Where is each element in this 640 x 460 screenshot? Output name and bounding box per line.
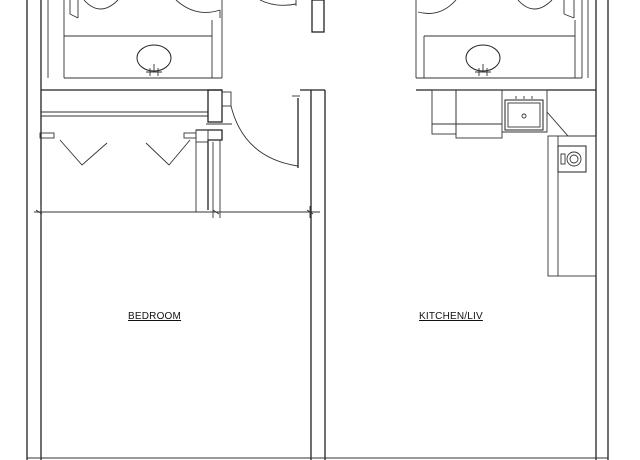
party-wall xyxy=(300,0,326,460)
right-bathroom xyxy=(415,0,589,79)
kitchen-sink-icon xyxy=(504,99,544,131)
room-label-kitchen: KITCHEN/LIV xyxy=(419,311,483,322)
kitchen-counters xyxy=(416,89,597,277)
left-closet xyxy=(39,89,300,218)
room-label-bedroom: BEDROOM xyxy=(128,311,182,322)
left-bathroom xyxy=(47,0,297,79)
range-icon xyxy=(557,145,587,173)
exterior-walls xyxy=(26,0,609,460)
dimension-line xyxy=(34,206,320,218)
